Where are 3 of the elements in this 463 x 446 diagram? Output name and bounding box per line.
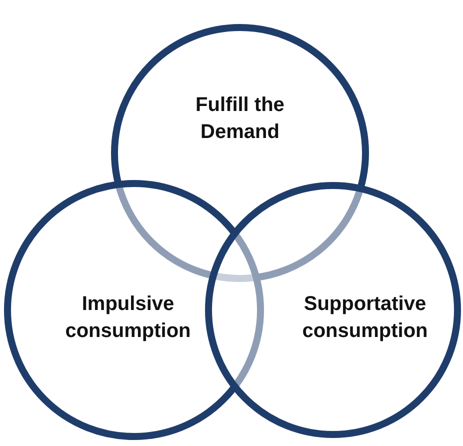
circle-label: Fulfill the Demand — [194, 93, 286, 145]
circle-label: Supportative consumption — [301, 292, 429, 344]
circle-label: Impulsive consumption — [64, 292, 192, 344]
